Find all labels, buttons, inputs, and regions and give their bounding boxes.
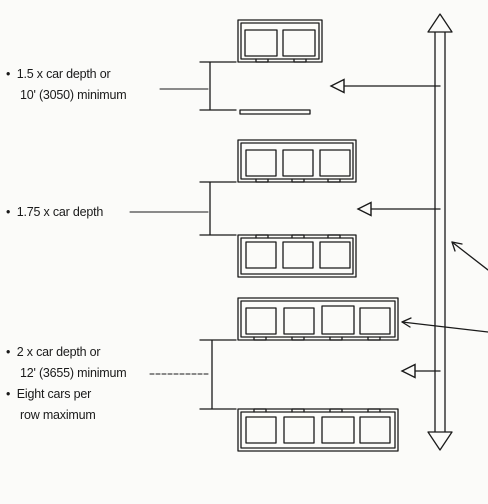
dimension-bracket-1 bbox=[199, 61, 237, 111]
pointer-line-lower bbox=[401, 321, 488, 333]
annotation-1-75x: • 1.75 x car depth bbox=[6, 202, 103, 223]
annotation-text: 1.5 x car depth or bbox=[16, 67, 111, 81]
annotation-1-5x: • 1.5 x car depth or 10' (3050) minimum bbox=[6, 64, 127, 106]
annotation-text: 2 x car depth or bbox=[16, 345, 101, 359]
pointer-line-upper-head bbox=[451, 241, 463, 252]
car-row-3a bbox=[237, 297, 399, 341]
car-row-2b bbox=[237, 234, 357, 278]
car-row-2a bbox=[237, 139, 357, 183]
annotation-line: • 1.75 x car depth bbox=[6, 202, 103, 223]
pointer-line-lower-head bbox=[401, 317, 412, 328]
annotation-text: 1.75 x car depth bbox=[16, 205, 104, 219]
annotation-line: 10' (3050) minimum bbox=[20, 88, 127, 102]
annotation-line: • 2 x car depth or bbox=[6, 342, 126, 363]
annotation-line: • Eight cars per bbox=[6, 384, 126, 405]
vertical-double-arrow bbox=[427, 13, 453, 451]
dimension-bracket-2 bbox=[199, 181, 237, 236]
annotation-2x: • 2 x car depth or 12' (3655) minimum • … bbox=[6, 342, 127, 426]
dimension-bracket-3 bbox=[199, 339, 237, 410]
stall-line-1 bbox=[239, 109, 311, 115]
annotation-line: 12' (3655) minimum bbox=[20, 366, 127, 380]
annotation-line: • 1.5 x car depth or bbox=[6, 64, 126, 85]
bullet: • bbox=[6, 345, 11, 359]
bullet: • bbox=[6, 387, 11, 401]
bullet: • bbox=[6, 205, 11, 219]
car-row-3b bbox=[237, 408, 399, 452]
annotation-line: row maximum bbox=[20, 408, 96, 422]
bullet: • bbox=[6, 67, 11, 81]
car-row-1a bbox=[237, 19, 323, 63]
pointer-line-upper bbox=[451, 241, 488, 271]
annotation-text: Eight cars per bbox=[16, 387, 92, 401]
